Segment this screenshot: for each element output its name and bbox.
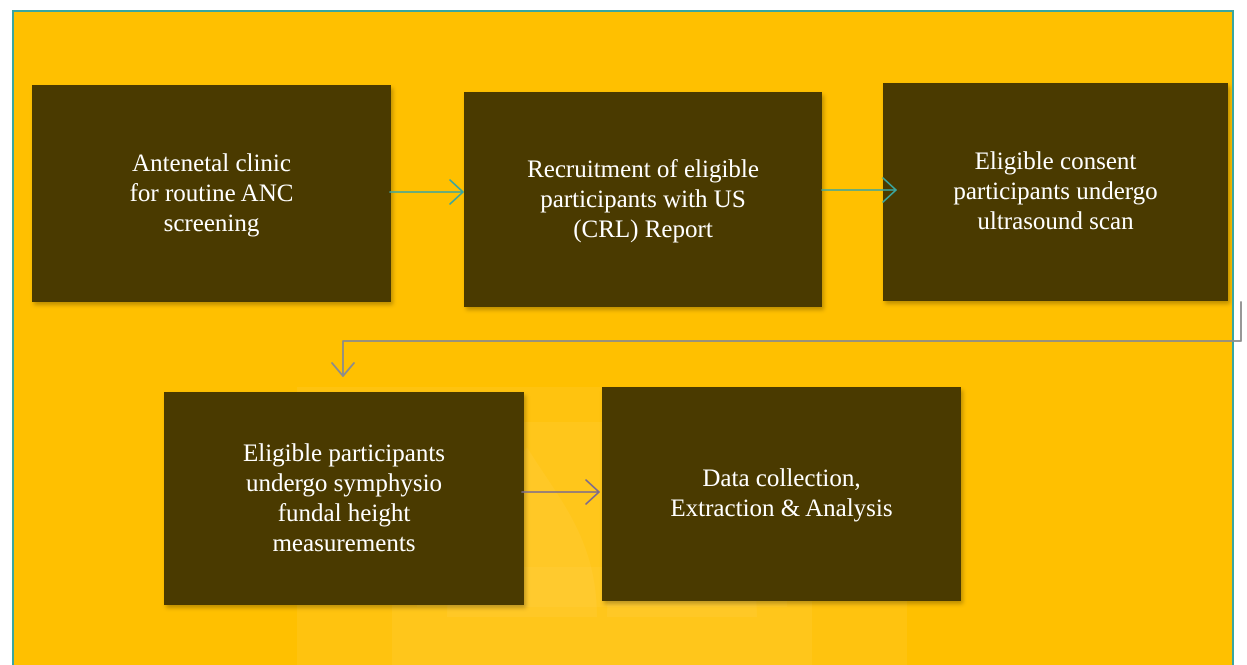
step-symphysio-fundal: Eligible participants undergo symphysio …: [164, 392, 524, 605]
step-text-line: (CRL) Report: [573, 215, 713, 243]
step-text-line: Antenetal clinic: [132, 149, 291, 177]
step-text-line: Eligible participants: [242, 439, 446, 467]
step-text-line: participants with US: [540, 185, 746, 213]
step-text-line: Extraction & Analysis: [670, 495, 893, 522]
step-ultrasound-scan: Eligible consent participants undergo ul…: [883, 83, 1228, 301]
step-text-line: measurements: [272, 529, 416, 557]
step-text-line: ultrasound scan: [977, 208, 1134, 235]
step-text-line: undergo symphysio: [245, 469, 443, 497]
step-text-line: for routine ANC: [129, 179, 294, 207]
flowchart-panel: Antenetal clinic for routine ANC screeni…: [12, 10, 1234, 665]
step-text-line: Eligible consent: [974, 148, 1137, 175]
step-text-line: screening: [163, 209, 260, 237]
step-data-collection: Data collection, Extraction & Analysis: [602, 387, 961, 601]
step-text-line: fundal height: [277, 499, 411, 527]
step-text-line: Data collection,: [702, 465, 861, 492]
step-text-line: participants undergo: [953, 178, 1158, 205]
step-antenatal-clinic: Antenetal clinic for routine ANC screeni…: [32, 85, 391, 302]
step-recruitment: Recruitment of eligible participants wit…: [464, 92, 822, 307]
step-text-line: Recruitment of eligible: [527, 155, 759, 183]
